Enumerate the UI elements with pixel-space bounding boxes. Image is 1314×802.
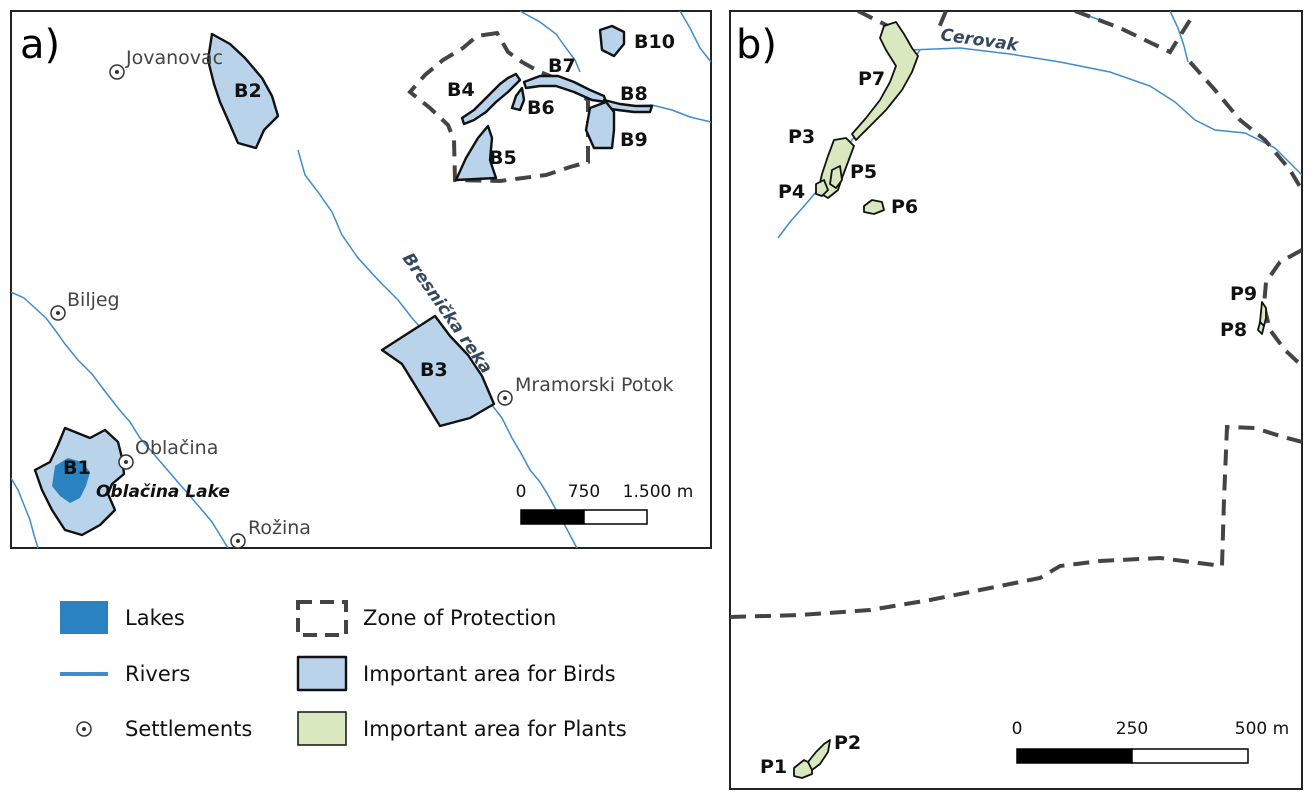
zone-b-top-right [1074,11,1192,55]
bird-area-b5 [454,124,498,182]
legend-lakes-label: Lakes [125,606,185,630]
settlement-dot-icon [76,721,92,737]
label-b5: B5 [489,147,517,169]
settlement-rozina: Rožina [248,517,311,539]
river-b-north [1169,11,1189,63]
label-b10: B10 [634,31,675,53]
label-b2: B2 [234,80,262,102]
plant-area-p8 [1257,321,1265,335]
label-b7: B7 [548,55,576,77]
plant-area-p9 [1259,301,1267,327]
panel-b-label: b) [736,22,777,68]
settlement-mramorski-potok: Mramorski Potok [515,374,674,396]
legend-plants-label: Important area for Plants [363,717,627,741]
label-p5: P5 [850,161,877,183]
panel-b: b) P1 P2 P3 P4 P5 P6 P7 P8 P9 Cerovak 0 … [729,10,1303,790]
label-p6: P6 [891,196,918,218]
panel-a-label: a) [20,22,60,68]
label-p7: P7 [858,68,885,90]
scale-a-tick-1: 750 [568,482,600,502]
label-b3: B3 [420,359,448,381]
plant-area-p7 [851,21,919,141]
settlement-jovanovac: Jovanovac [125,47,223,69]
label-p2: P2 [834,732,861,754]
legend-birds-label: Important area for Birds [363,662,616,686]
label-b4: B4 [447,79,475,101]
plant-area-p1 [793,759,813,779]
zone-b-south [730,424,1302,619]
lake-name-oblacina: Oblačina Lake [96,482,230,502]
river-northeast-3 [679,11,711,63]
scale-b-tick-0: 0 [1012,719,1023,739]
label-b1: B1 [63,457,91,479]
label-p8: P8 [1220,319,1247,341]
bird-area-b4 [460,72,522,126]
label-p9: P9 [1230,283,1257,305]
legend-rivers-label: Rivers [125,662,190,686]
panel-a: a) B1 B2 B3 B4 B5 B6 B7 B8 B9 B10 Jovano… [10,10,712,549]
legend-settlements-label: Settlements [125,717,252,741]
river-southwest [11,477,39,548]
label-p3: P3 [788,126,815,148]
label-p1: P1 [760,756,787,778]
legend-lake-swatch [60,601,108,634]
scale-a-tick-2: 1.500 m [623,482,694,502]
settlement-dot-icon [118,454,134,470]
lake-oblacina [52,458,90,503]
scale-a-tick-0: 0 [516,482,527,502]
bird-area-b3 [380,314,496,428]
plant-area-p2 [807,739,831,771]
settlement-oblacina: Oblačina [135,437,218,459]
zone-b-top-left [857,11,948,31]
scale-bar-b [1016,748,1249,764]
plant-area-p4 [815,179,829,197]
plant-area-p5 [829,165,843,189]
label-p4: P4 [778,181,805,203]
settlement-biljeg: Biljeg [67,289,120,311]
river-northeast-1 [519,11,581,73]
zone-b-east-bulge [1261,248,1302,368]
zone-of-protection [407,30,590,184]
label-b6: B6 [527,97,555,119]
scale-b-tick-1: 250 [1116,719,1148,739]
scale-b-tick-2: 500 m [1235,719,1289,739]
legend-birds-swatch [296,655,348,692]
plant-area-p6 [863,199,885,215]
bird-area-b6 [510,86,526,112]
legend: Lakes Rivers Settlements Zone of Protect… [60,600,627,746]
legend-zone-swatch [296,600,348,637]
settlement-dot-icon [230,533,246,549]
settlement-dot-icon [497,390,513,406]
zone-b-east [1188,60,1302,192]
settlement-dot-icon [109,64,125,80]
legend-zone-label: Zone of Protection [363,606,556,630]
legend-plants-swatch [297,711,347,746]
bird-area-b2 [206,32,280,150]
scale-bar-a [520,509,648,525]
label-b8: B8 [620,83,648,105]
settlement-dot-icon [50,305,66,321]
river-cerovak [909,47,1302,176]
panel-b-frame [729,10,1303,790]
label-b9: B9 [620,129,648,151]
bird-area-b9 [584,100,616,150]
river-west [11,291,229,548]
bird-area-b10 [598,24,626,58]
